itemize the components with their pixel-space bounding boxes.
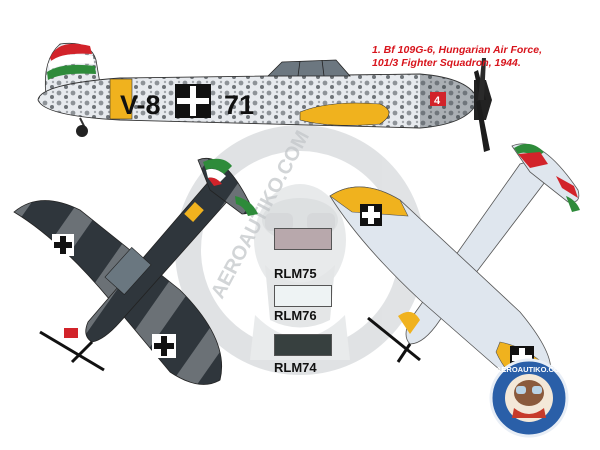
swatch-label-rlm74: RLM74 — [274, 360, 317, 375]
tail-flag — [47, 43, 96, 80]
nose-number: 4 — [434, 95, 441, 107]
bottom-view-aircraft — [329, 143, 580, 386]
swatch-rlm75 — [274, 228, 332, 250]
profile-caption: 1. Bf 109G-6, Hungarian Air Force, 101/3… — [372, 44, 594, 70]
caption-line-1: 1. Bf 109G-6, Hungarian Air Force, — [372, 44, 542, 56]
top-view-aircraft — [13, 158, 258, 385]
badge-text: AEROAUTIKO.COM — [496, 365, 566, 374]
wing-cross-right — [152, 334, 176, 358]
swatch-label-rlm75: RLM75 — [274, 266, 317, 281]
swatch-rlm74 — [274, 334, 332, 356]
fuselage-code-right: 71 — [224, 90, 254, 120]
badge-logo — [489, 358, 569, 438]
swatch-rlm76 — [274, 285, 332, 307]
side-profile-aircraft — [37, 42, 492, 152]
fuselage-code-left: V-8 — [120, 90, 161, 120]
fuselage-cross — [175, 84, 211, 118]
wing-cross-left — [52, 234, 74, 256]
swatch-label-rlm76: RLM76 — [274, 308, 317, 323]
underwing-cross-left — [360, 204, 382, 226]
caption-line-2: 101/3 Fighter Squadron, 1944. — [372, 57, 521, 69]
